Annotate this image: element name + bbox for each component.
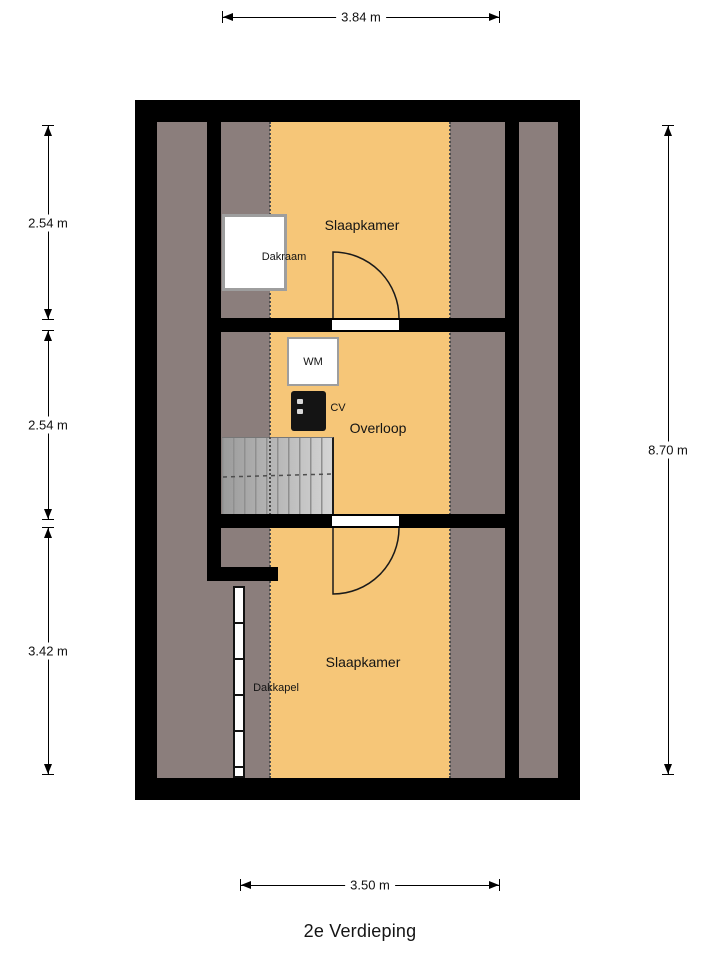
dimension-tick xyxy=(499,879,500,891)
roof-slope-line-left xyxy=(269,122,271,778)
wall-left-jut xyxy=(207,567,278,581)
dimension-bottom: 3.50 m xyxy=(240,876,500,894)
arrow-down-icon xyxy=(664,764,672,774)
dimension-label-left-lower: 3.42 m xyxy=(23,642,73,660)
dormer-label: Dakkapel xyxy=(253,682,299,694)
washing-machine xyxy=(287,337,339,386)
dimension-tick xyxy=(42,774,54,775)
dimension-label-bottom: 3.50 m xyxy=(345,876,395,894)
arrow-left-icon xyxy=(223,13,233,21)
dimension-tick xyxy=(222,11,223,23)
floor-plan: Slaapkamer Overloop Slaapkamer Dakraam W… xyxy=(135,100,580,800)
wall-left-vertical xyxy=(207,122,221,581)
dimension-tick xyxy=(42,330,54,331)
dimension-tick xyxy=(499,11,500,23)
page-title: 2e Verdieping xyxy=(303,921,417,941)
dimension-right: 8.70 m xyxy=(643,125,693,775)
washing-machine-label: WM xyxy=(303,356,323,368)
dimension-left-upper: 2.54 m xyxy=(23,125,73,320)
arrow-up-icon xyxy=(44,528,52,538)
door-opening-bottom xyxy=(332,514,399,528)
wall-lower-left-segment xyxy=(207,514,332,528)
arrow-left-icon xyxy=(241,881,251,889)
dimension-tick xyxy=(42,527,54,528)
dormer-window xyxy=(233,586,245,778)
dimension-tick xyxy=(42,125,54,126)
room-label-bedroom-top: Slaapkamer xyxy=(324,217,400,233)
boiler-knob-icon xyxy=(297,399,303,404)
room-label-bedroom-bottom: Slaapkamer xyxy=(325,654,401,670)
wall-upper-left-segment xyxy=(207,318,332,332)
dimension-tick xyxy=(42,519,54,520)
skylight xyxy=(222,214,287,291)
dimension-tick xyxy=(240,879,241,891)
boiler-label: CV xyxy=(330,402,346,414)
roof-slope-line-right xyxy=(449,122,451,778)
arrow-up-icon xyxy=(44,331,52,341)
wall-upper-right-segment xyxy=(399,318,505,332)
dimension-left-middle: 2.54 m xyxy=(23,330,73,520)
arrow-right-icon xyxy=(489,881,499,889)
dimension-label-top: 3.84 m xyxy=(336,8,386,26)
wall-right-vertical xyxy=(505,122,519,778)
arrow-right-icon xyxy=(489,13,499,21)
arrow-down-icon xyxy=(44,309,52,319)
arrow-down-icon xyxy=(44,509,52,519)
dimension-label-right: 8.70 m xyxy=(643,441,693,459)
door-opening-top xyxy=(332,318,399,332)
dimension-label-left-upper: 2.54 m xyxy=(23,214,73,231)
skylight-label: Dakraam xyxy=(261,251,307,263)
dimension-label-left-middle: 2.54 m xyxy=(23,416,73,434)
dimension-tick xyxy=(662,125,674,126)
wall-lower-right-segment xyxy=(399,514,505,528)
arrow-up-icon xyxy=(664,126,672,136)
arrow-up-icon xyxy=(44,126,52,136)
arrow-down-icon xyxy=(44,764,52,774)
dimension-tick xyxy=(662,774,674,775)
boiler-unit xyxy=(291,391,326,431)
dimension-tick xyxy=(42,319,54,320)
dimension-left-lower: 3.42 m xyxy=(23,527,73,775)
boiler-knob-icon xyxy=(297,409,303,414)
stairs xyxy=(222,437,334,515)
dimension-top: 3.84 m xyxy=(222,8,500,26)
room-label-landing: Overloop xyxy=(349,420,407,436)
